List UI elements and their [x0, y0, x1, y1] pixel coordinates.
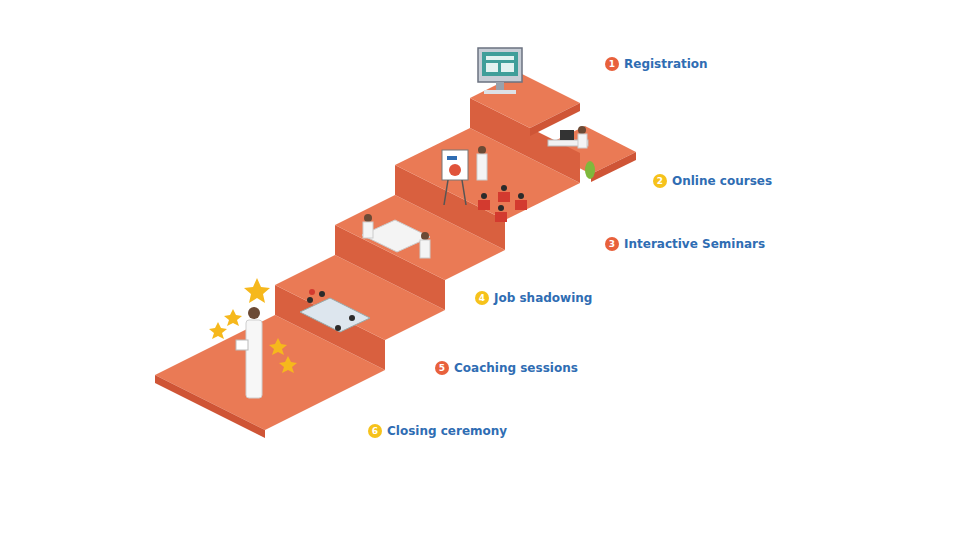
step-item: 4 Job shadowing — [475, 291, 592, 305]
step-number: 1 — [605, 57, 619, 71]
step-number: 3 — [605, 237, 619, 251]
step-label: Coaching sessions — [454, 361, 578, 375]
step-item: 5 Coaching sessions — [435, 361, 578, 375]
step-item: 1 Registration — [605, 57, 708, 71]
step-number: 4 — [475, 291, 489, 305]
step-number: 2 — [653, 174, 667, 188]
step-label: Interactive Seminars — [624, 237, 765, 251]
step-label: Job shadowing — [494, 291, 592, 305]
step-item: 3 Interactive Seminars — [605, 237, 765, 251]
step-item: 6 Closing ceremony — [368, 424, 507, 438]
step-number: 5 — [435, 361, 449, 375]
step-number: 6 — [368, 424, 382, 438]
step-label: Registration — [624, 57, 708, 71]
step-label: Online courses — [672, 174, 772, 188]
step-label: Closing ceremony — [387, 424, 507, 438]
step-item: 2 Online courses — [653, 174, 772, 188]
